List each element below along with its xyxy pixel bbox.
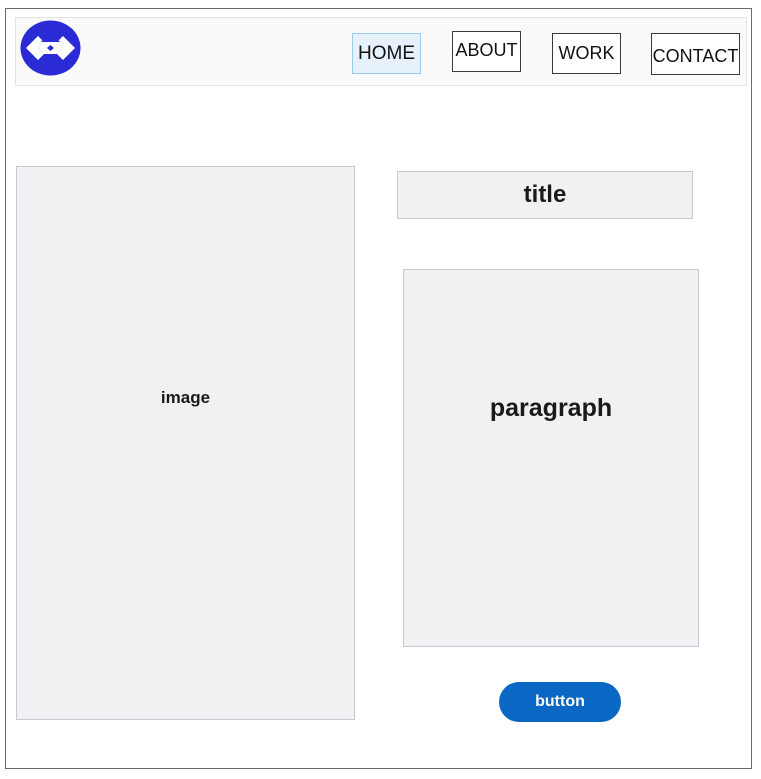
paragraph-placeholder-label: paragraph [489,394,613,422]
nav-contact-link[interactable]: CONTACT [651,33,740,75]
paragraph-placeholder: paragraph [403,269,699,647]
title-placeholder-label: title [523,181,567,208]
image-placeholder: image [16,166,355,720]
nav-work-link[interactable]: WORK [552,33,621,74]
nav-home-link[interactable]: HOME [352,33,421,74]
logo-icon[interactable] [20,20,81,76]
image-placeholder-label: image [160,388,211,407]
title-placeholder: title [397,171,693,219]
nav-about-link[interactable]: ABOUT [452,31,521,72]
cta-button[interactable]: button [499,682,621,722]
